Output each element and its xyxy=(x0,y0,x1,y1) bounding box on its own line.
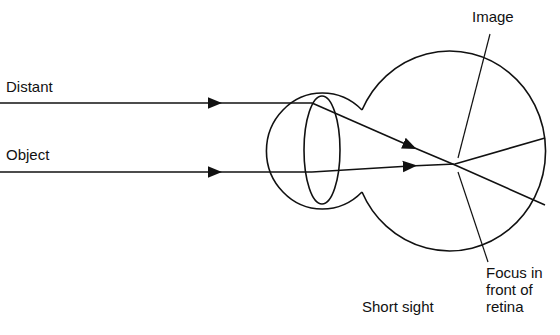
light-ray xyxy=(0,102,215,104)
light-ray xyxy=(215,102,312,104)
cornea-outline xyxy=(266,93,362,209)
part-label: Focus in front of retina xyxy=(486,264,556,315)
light-ray xyxy=(312,103,410,146)
light-ray xyxy=(410,146,545,205)
caption: Short sight xyxy=(362,298,434,315)
part-label: Object xyxy=(6,146,49,163)
light-ray xyxy=(0,171,215,173)
eyeball-outline xyxy=(362,51,546,251)
part-label: Image xyxy=(472,8,514,25)
light-ray xyxy=(410,138,545,166)
light-ray xyxy=(312,166,410,172)
leader-line xyxy=(458,172,488,262)
part-label: Distant xyxy=(6,78,53,95)
light-ray xyxy=(215,171,312,173)
leader-line xyxy=(458,34,490,158)
